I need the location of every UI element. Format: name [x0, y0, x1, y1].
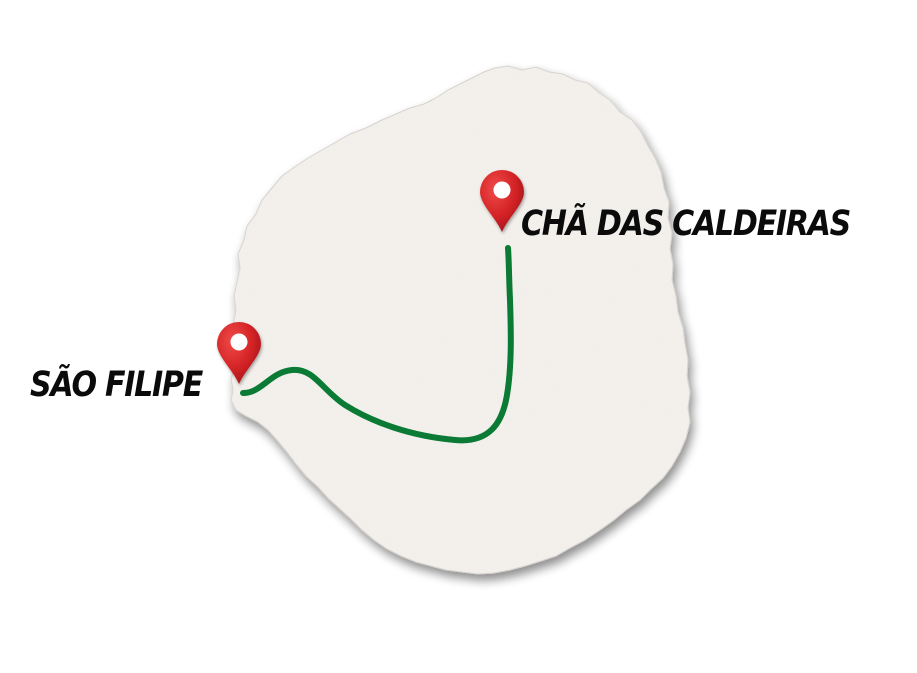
- route-line: [240, 245, 514, 444]
- map-pin-icon[interactable]: [480, 170, 524, 232]
- place-label-cha-das-caldeiras: CHÃ DAS CALDEIRAS: [521, 204, 851, 244]
- island-shape: [230, 65, 691, 575]
- place-label-sao-filipe: SÃO FILIPE: [30, 365, 203, 405]
- map-pin-icon[interactable]: [217, 322, 261, 384]
